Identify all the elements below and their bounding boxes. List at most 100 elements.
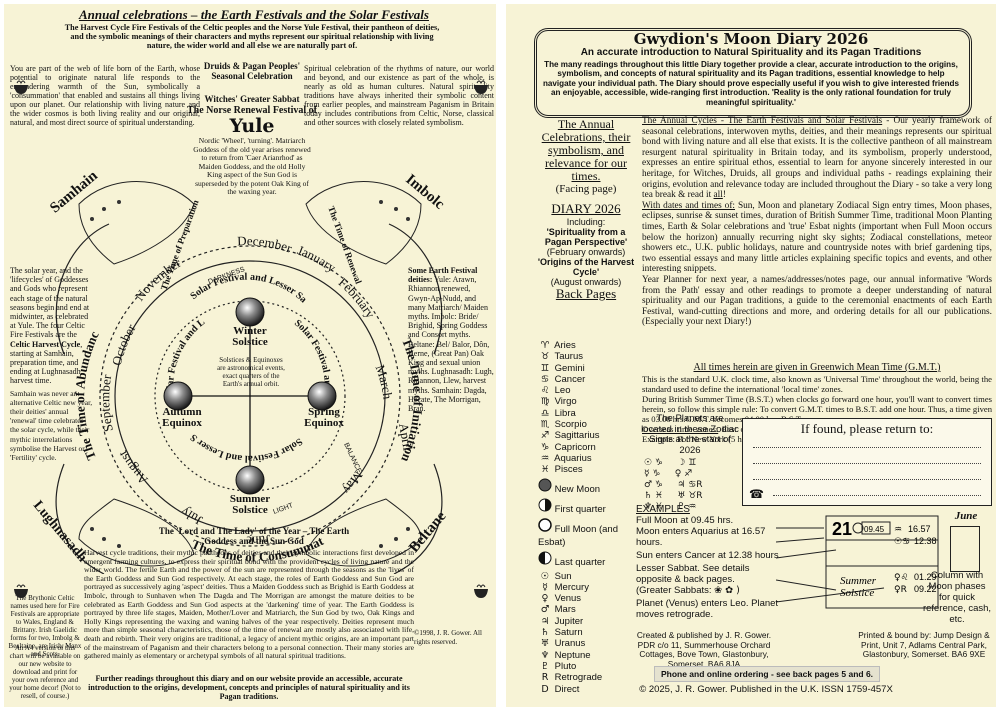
legend-row: ♋ Cancer: [538, 374, 638, 385]
legend-row: ♓ Pisces: [538, 464, 638, 475]
gmt-heading: All times herein are given in Greenwich …: [693, 362, 941, 373]
legend-label: Cancer: [552, 373, 586, 385]
pluto-icon: ♇: [540, 660, 550, 672]
legend-label: Libra: [552, 407, 576, 419]
yule-title: Yule: [229, 115, 275, 137]
example-full-moon: Full Moon at 09.45 hrs.: [636, 515, 734, 526]
legend-row: ♇ Pluto: [538, 661, 638, 672]
legend-label: Mercury: [552, 581, 589, 593]
greater-sabbat-icons: ❀ ✿ ): [714, 585, 740, 596]
a4-version-note: An A4 version of this chart will be avai…: [9, 644, 81, 700]
mars-icon: ♂: [540, 604, 550, 616]
dates-lead: With dates and times of:: [642, 200, 736, 211]
globe-summer-icon: [235, 465, 265, 495]
planet-position-row: ☉ ♑ ☽ ♊: [644, 458, 697, 468]
cycles-all: all: [713, 190, 723, 201]
legend-row: ♆ Neptune: [538, 650, 638, 661]
libra-icon: ♎: [540, 407, 550, 419]
right-copyright: © 2025, J. R. Gower. Published in the U.…: [639, 684, 893, 695]
legend-row: D Direct: [538, 684, 638, 695]
legend-label: Direct: [552, 683, 580, 695]
legend-row: New Moon: [538, 478, 638, 496]
examples-section: EXAMPLES Full Moon at 09.45 hrs. Moon en…: [636, 504, 786, 620]
winter-solstice-label: Winter Solstice: [218, 326, 282, 348]
saturn-icon: ♄: [540, 627, 550, 639]
retrograde-icon: ♀R: [894, 585, 907, 595]
legend-row: ♐ Sagittarius: [538, 430, 638, 441]
gemini-icon: ♊: [540, 362, 550, 374]
yule-heading: The Norse Renewal Festival of: [187, 105, 317, 116]
including-item-1-note: (February onwards): [546, 247, 626, 257]
main-paragraphs: The Annual Cycles - The Earth Festivals …: [642, 116, 992, 328]
legend-label: Leo: [552, 385, 571, 397]
month-march: March: [372, 363, 395, 401]
greater-sabbats-label: (Greater Sabbats:: [636, 585, 712, 596]
address-line[interactable]: [753, 479, 981, 480]
zodiac-legend: ♈ Aries♉ Taurus♊ Gemini♋ Cancer♌ Leo♍ Vi…: [538, 340, 638, 476]
title-frame: [534, 28, 972, 118]
bottom-bold-text: Further readings throughout this diary a…: [88, 674, 410, 701]
globe-autumn-icon: [163, 381, 193, 411]
left-col-part1: The solar year, and the 'lifecycles' of …: [10, 266, 90, 340]
printed-credit: Printed & bound by: Jump Design & Print,…: [858, 630, 990, 659]
cycles-lead: The Annual Cycles - The Earth Festivals …: [642, 116, 883, 126]
legend-row: ♉ Taurus: [538, 351, 638, 362]
planet-positions-box: The Planets are located in these Zodiac …: [640, 413, 740, 512]
annual-celebrations-link[interactable]: The Annual Celebrations, their symbolism…: [536, 118, 636, 196]
legend-label: Taurus: [552, 351, 583, 363]
cancer-icon: ☉♋: [894, 537, 910, 547]
legend-row: ♃ Jupiter: [538, 616, 638, 627]
last-quarter-icon: [538, 551, 552, 569]
legend-row: ♀ Venus: [538, 593, 638, 604]
balance-label: BALANCE: [342, 442, 362, 475]
example-day-number: 21: [832, 519, 852, 539]
symbol-legend: ♈ Aries♉ Taurus♊ Gemini♋ Cancer♌ Leo♍ Vi…: [538, 340, 638, 695]
summer-word-example: Summer: [840, 575, 877, 587]
solstice-word-example: Solstice: [840, 587, 874, 599]
planet-position-row: ♄ ♓ ♅ ♉R: [644, 491, 703, 501]
address-line[interactable]: [753, 463, 981, 464]
month-july: July: [178, 504, 205, 529]
cancer-icon: ♋: [540, 373, 550, 385]
legend-row: ♑ Capricorn: [538, 442, 638, 453]
including-label: Including:: [566, 217, 606, 227]
month-august: August: [115, 448, 151, 488]
virgo-icon: ♍: [540, 396, 550, 408]
phone-line[interactable]: [773, 495, 981, 496]
left-page: Annual celebrations – the Earth Festival…: [4, 4, 496, 707]
full-moon-icon: [538, 517, 552, 536]
example-sun-enters: Sun enters Cancer at 12.38 hours.: [636, 550, 782, 561]
month-december: December: [237, 233, 295, 256]
solstice-word-2: Solstice: [232, 504, 268, 516]
intro-right: Spiritual celebration of the rhythms of …: [304, 64, 494, 127]
legend-row: Full Moon (and Esbat): [538, 517, 638, 549]
overseas-lead: Overseas time zones:: [642, 424, 719, 434]
address-line[interactable]: [753, 447, 981, 448]
planet-position-row: ☿ ♑ ♀ ♐: [644, 469, 693, 479]
left-column-text: The solar year, and the 'lifecycles' of …: [10, 266, 93, 463]
ordering-note[interactable]: Phone and online ordering - see back pag…: [654, 666, 880, 682]
globe-winter-icon: [235, 297, 265, 327]
including-list: Including: 'Spirituality from a Pagan Pe…: [536, 217, 636, 287]
left-page-title: Annual celebrations – the Earth Festival…: [79, 7, 429, 22]
witches-top-label: Witches' Greater Sabbat: [204, 94, 300, 104]
leo-icon: ♌: [540, 385, 550, 397]
example-time-3: 12.38: [914, 536, 937, 546]
june-label: June: [954, 510, 978, 522]
sun-icon: ☉: [540, 570, 550, 582]
cauldron-icon: [14, 80, 28, 94]
paragraph-cycles: The Annual Cycles - The Earth Festivals …: [642, 116, 993, 201]
legend-label: Uranus: [552, 638, 586, 650]
legend-label: Last quarter: [552, 556, 606, 568]
first-quarter-icon: [538, 498, 552, 516]
legend-label: Mars: [552, 604, 576, 616]
left-col-part2: starting at Samhain, preparation time, a…: [10, 348, 83, 386]
example-time-4: 01.29: [914, 572, 937, 582]
capricorn-icon: ♑: [540, 441, 550, 453]
month-april: April: [396, 422, 416, 452]
dates-text: Sun, Moon and planetary Zodiacal Sign en…: [642, 200, 992, 275]
legend-row: ♍ Virgo: [538, 396, 638, 407]
month-october: October: [109, 321, 139, 367]
retrograde-icon: R: [541, 672, 549, 684]
legend-row: ♄ Saturn: [538, 627, 638, 638]
